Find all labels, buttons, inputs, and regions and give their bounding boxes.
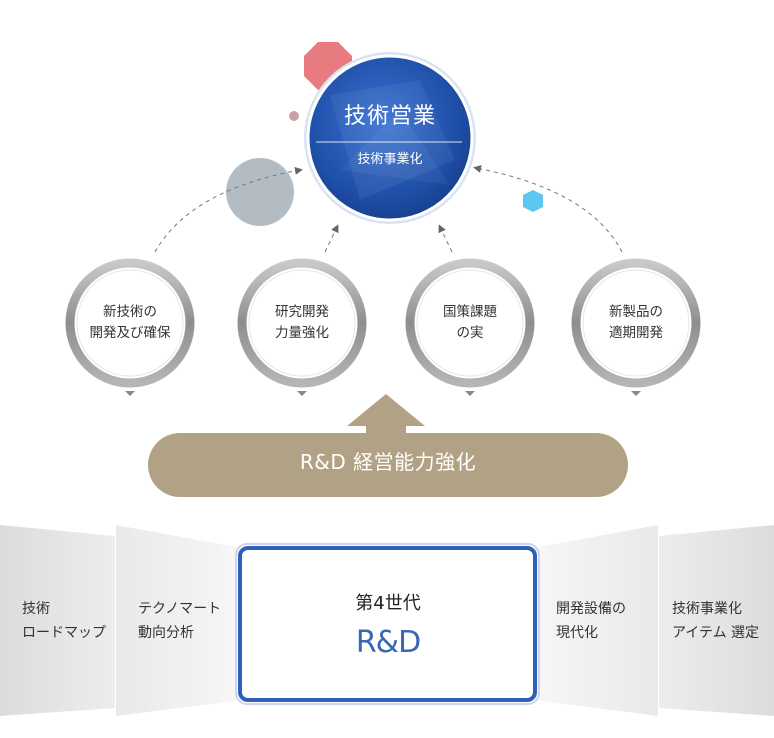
panel-right — [533, 525, 658, 716]
ring-1 — [65, 258, 195, 396]
up-arrow — [347, 394, 425, 440]
ring-4 — [571, 258, 701, 396]
ring-4-label: 新製品の 適期開発 — [609, 304, 663, 341]
small-dot-decoration — [289, 111, 299, 121]
panel-far-right — [659, 525, 774, 716]
cyan-hexagon-decoration — [523, 190, 543, 212]
arrow-ring1-to-hub — [154, 166, 303, 253]
arrow-ring4-to-hub — [473, 165, 623, 253]
ring-3 — [405, 258, 535, 396]
center-box-subtitle: 第4世代 — [355, 593, 421, 614]
gray-circle-decoration — [226, 158, 294, 226]
ring-2 — [237, 258, 367, 396]
banner-label: R&D 経営能力強化 — [299, 450, 477, 474]
center-box — [238, 546, 537, 702]
center-box-title: R&D — [355, 625, 421, 660]
banner — [148, 433, 628, 497]
hub-subtitle: 技術事業化 — [357, 152, 423, 167]
panel-far-left-label: 技術 ロードマップ — [22, 601, 106, 641]
hub-title: 技術営業 — [343, 104, 436, 129]
panel-left-label: テクノマート 動向分析 — [138, 601, 222, 641]
arrow-ring2-to-hub — [324, 224, 339, 253]
panel-far-right-label: 技術事業化 アイテム 選定 — [672, 601, 760, 641]
hub-circle — [304, 52, 476, 224]
ring-1-label: 新技術の 開発及び確保 — [89, 304, 171, 341]
arrow-ring3-to-hub — [438, 224, 453, 253]
ring-2-label: 研究開発 力量強化 — [275, 304, 329, 341]
ring-3-label: 国策課題 の実 — [443, 304, 497, 341]
panel-left — [116, 525, 242, 716]
panel-far-left — [0, 525, 115, 716]
panel-right-label: 開発設備の 現代化 — [556, 601, 626, 641]
